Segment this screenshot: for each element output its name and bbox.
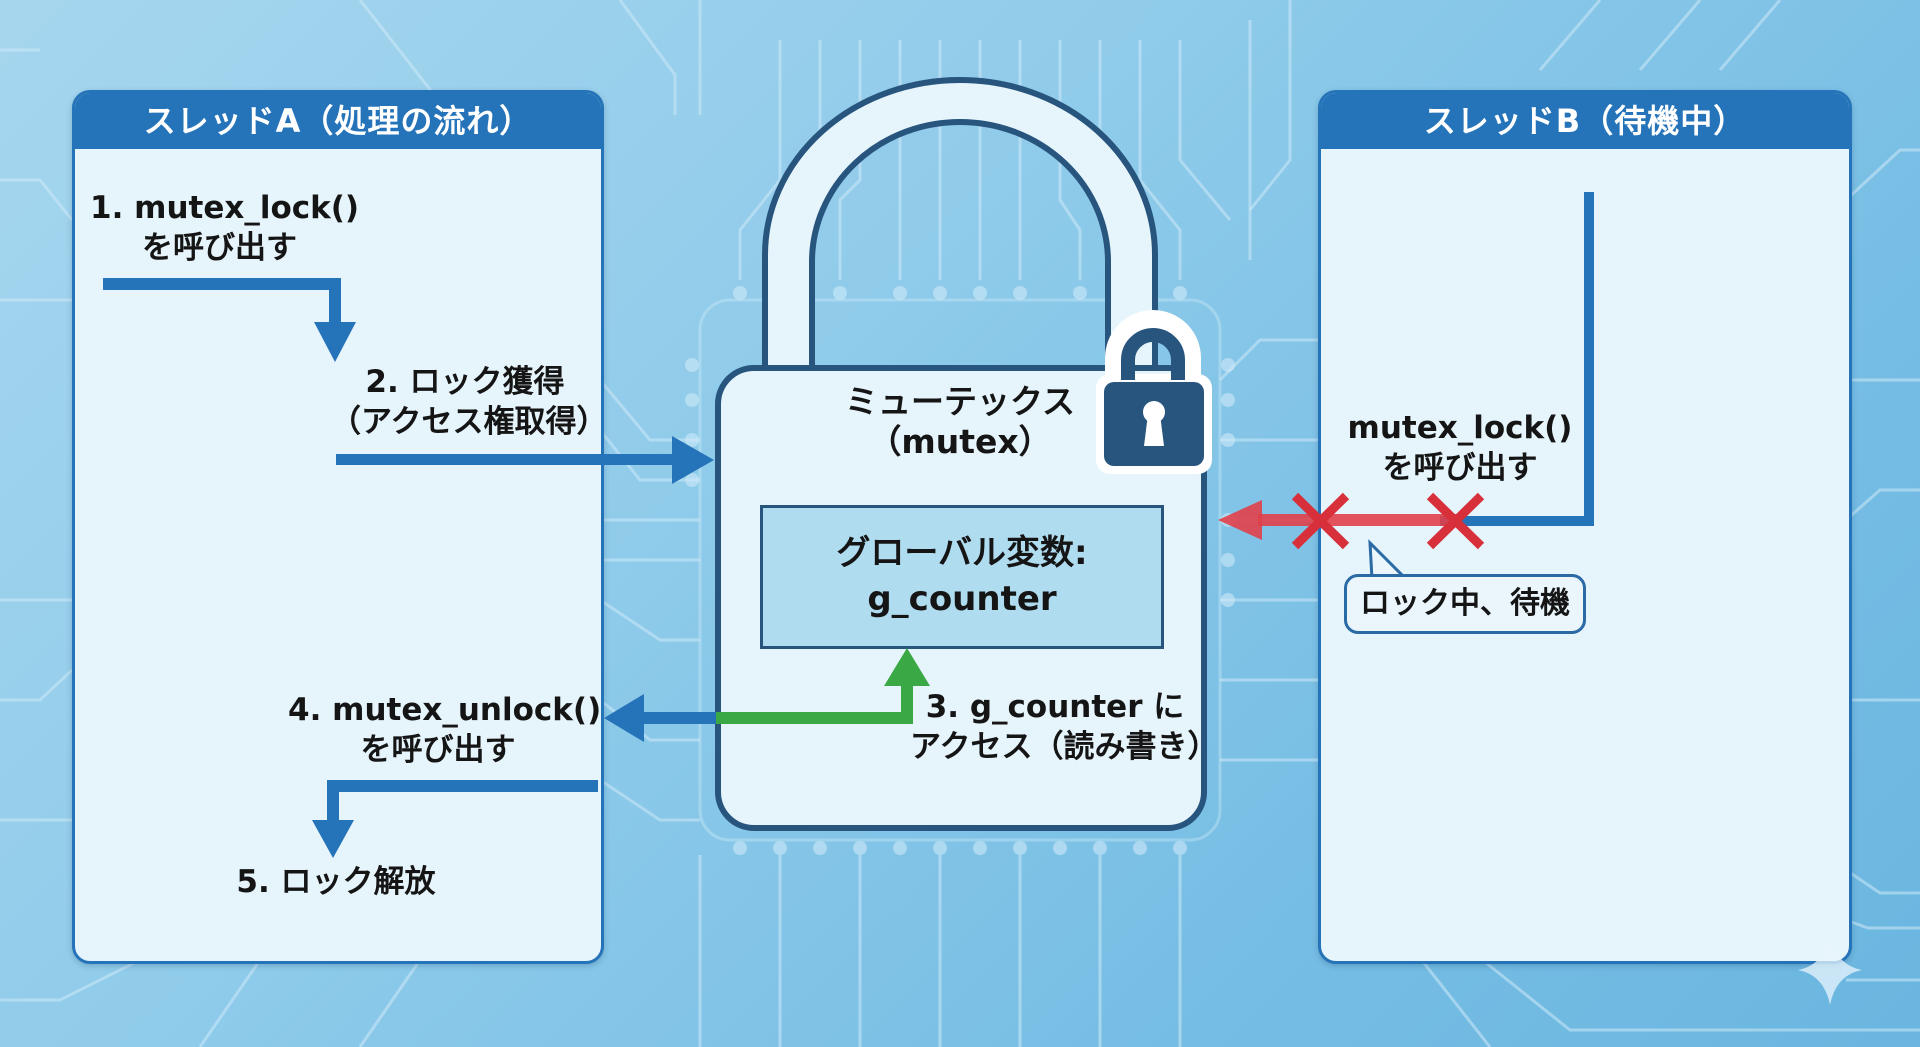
access-label: 3. g_counter に アクセス（読み書き） (910, 687, 1219, 767)
step-4-line1: 4. mutex_unlock() (288, 692, 602, 728)
step-2-line1: 2. ロック獲得 (365, 364, 565, 400)
mutex-title-line2: （mutex） (868, 422, 1052, 461)
mutex-title-line1: ミューテックス (844, 382, 1075, 421)
global-variable-box: グローバル変数: g_counter (760, 505, 1164, 649)
step-1-label: 1. mutex_lock() を呼び出す (90, 188, 360, 268)
step-4-line2: を呼び出す (360, 732, 516, 768)
global-variable-label: グローバル変数: g_counter (763, 530, 1161, 622)
step-4-label: 4. mutex_unlock() を呼び出す (288, 690, 602, 770)
cross-icon (1291, 492, 1350, 550)
padlock-shackle (762, 77, 1158, 375)
thread-b-title: スレッドB（待機中） (1321, 93, 1849, 149)
thread-b-path (1440, 192, 1594, 526)
sparkle-icon (1798, 935, 1862, 1005)
thread-b-call-line1: mutex_lock() (1347, 410, 1573, 446)
access-line1: 3. g_counter に (925, 689, 1185, 725)
waiting-status-bubble: ロック中、待機 (1344, 574, 1586, 634)
step-5-label: 5. ロック解放 (236, 864, 436, 900)
step-2-label: 2. ロック獲得 （アクセス権取得） (330, 362, 608, 442)
step-2-line2: （アクセス権取得） (330, 404, 608, 440)
step-1-line2: を呼び出す (142, 230, 297, 266)
thread-b-call-label: mutex_lock() を呼び出す (1340, 408, 1580, 488)
global-variable-line1: グローバル変数: (836, 533, 1088, 573)
unlock-arrow (604, 694, 716, 742)
step1-arrow (103, 278, 356, 362)
mutex-title: ミューテックス （mutex） (800, 382, 1120, 462)
thread-a-title: スレッドA（処理の流れ） (75, 93, 601, 149)
access-line2: アクセス（読み書き） (910, 729, 1219, 765)
blocked-arrow (1218, 500, 1458, 540)
release-arrow (312, 780, 598, 858)
cross-icon (1426, 492, 1485, 550)
access-arrow (713, 648, 930, 724)
step-1-line1: 1. mutex_lock() (90, 190, 360, 226)
lock-acquire-arrow (336, 436, 714, 484)
global-variable-line2: g_counter (867, 579, 1057, 619)
thread-b-call-line2: を呼び出す (1382, 450, 1538, 486)
